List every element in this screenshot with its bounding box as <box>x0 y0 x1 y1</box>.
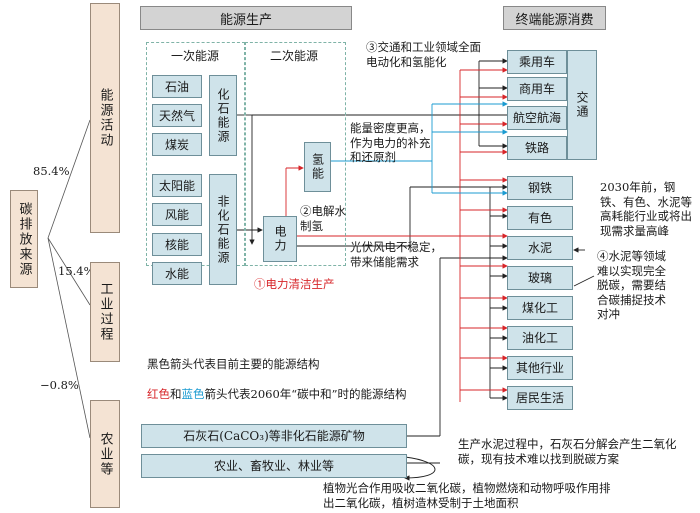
note-2030: 2030年前，钢铁、有色、水泥等高耗能行业或将出现需求量高峰 <box>600 180 692 238</box>
energy-solar: 太阳能 <box>152 174 202 197</box>
residential-life: 居民生活 <box>507 386 573 410</box>
note-transport: ③交通和工业领域全面电动化和氢能化 <box>366 40 481 69</box>
transport-group: 交通 <box>567 50 597 160</box>
percent-energy: 85.4% <box>33 164 70 178</box>
legend-blue-word: 蓝色 <box>181 386 205 401</box>
note-density: 能量密度更高，作为电力的补充和还原剂 <box>350 121 431 164</box>
legend-colored: 红色和蓝色箭头代表2060年“碳中和”时的能源结构 <box>147 372 407 401</box>
industry-nonferrous: 有色 <box>507 206 573 230</box>
agriculture-box: 农业、畜牧业、林业等 <box>141 454 407 478</box>
note-cement: ④水泥等领域难以实现完全脱碳，需要结合碳捕捉技术对冲 <box>597 249 666 321</box>
legend-and: 和 <box>170 386 182 401</box>
note-photosynthesis: 植物光合作用吸收二氧化碳，植物燃烧和动物呼吸作用排出二氧化碳，植树造林受制于土地… <box>323 481 611 510</box>
hydrogen-box: 氢能 <box>304 142 331 192</box>
transport-aviation-shipping: 航空航海 <box>507 106 567 130</box>
secondary-energy-title: 二次能源 <box>270 49 319 63</box>
category-energy: 能源活动 <box>90 3 120 233</box>
legend-red-word: 红色 <box>147 386 170 401</box>
legend-rest: 箭头代表2060年“碳中和”时的能源结构 <box>204 386 407 401</box>
carbon-source-box: 碳排放来源 <box>10 190 38 288</box>
industry-cement: 水泥 <box>507 236 573 260</box>
nonfossil-energy-group: 非化石能源 <box>209 174 237 285</box>
transport-passenger-car: 乘用车 <box>507 50 567 74</box>
percent-industry: 15.4% <box>58 264 95 278</box>
energy-coal: 煤炭 <box>152 133 202 156</box>
legend-black: 黑色箭头代表目前主要的能源结构 <box>147 357 320 371</box>
header-production: 能源生产 <box>140 6 352 30</box>
energy-oil: 石油 <box>152 75 202 98</box>
percent-agri: −0.8% <box>40 378 79 392</box>
energy-nuclear: 核能 <box>152 233 202 256</box>
industry-coal-chemical: 煤化工 <box>507 296 573 320</box>
industry-steel: 钢铁 <box>507 176 573 200</box>
note-pv: 光伏风电不稳定，带来储能需求 <box>350 240 442 269</box>
industry-glass: 玻璃 <box>507 266 573 290</box>
note-clean-power: ①电力清洁生产 <box>254 277 335 291</box>
industry-other: 其他行业 <box>507 356 573 380</box>
note-limestone: 生产水泥过程中，石灰石分解会产生二氧化碳，现有技术难以找到脱碳方案 <box>458 437 677 466</box>
energy-wind: 风能 <box>152 203 202 226</box>
header-consumption: 终端能源消费 <box>503 6 606 30</box>
energy-natural-gas: 天然气 <box>152 104 202 127</box>
transport-commercial-vehicle: 商用车 <box>507 77 567 101</box>
fossil-energy-group: 化石能源 <box>209 75 237 156</box>
electricity-box: 电力 <box>263 216 297 262</box>
note-electrolysis: ②电解水制氢 <box>300 204 346 233</box>
category-industry: 工业过程 <box>90 262 120 362</box>
secondary-energy-frame <box>245 42 346 266</box>
primary-energy-title: 一次能源 <box>171 49 220 63</box>
limestone-box: 石灰石(CaCO₃)等非化石能源矿物 <box>141 424 407 448</box>
industry-oil-chemical: 油化工 <box>507 326 573 350</box>
transport-railway: 铁路 <box>507 136 567 160</box>
category-agriculture: 农业等 <box>90 400 120 508</box>
energy-hydro: 水能 <box>152 262 202 285</box>
